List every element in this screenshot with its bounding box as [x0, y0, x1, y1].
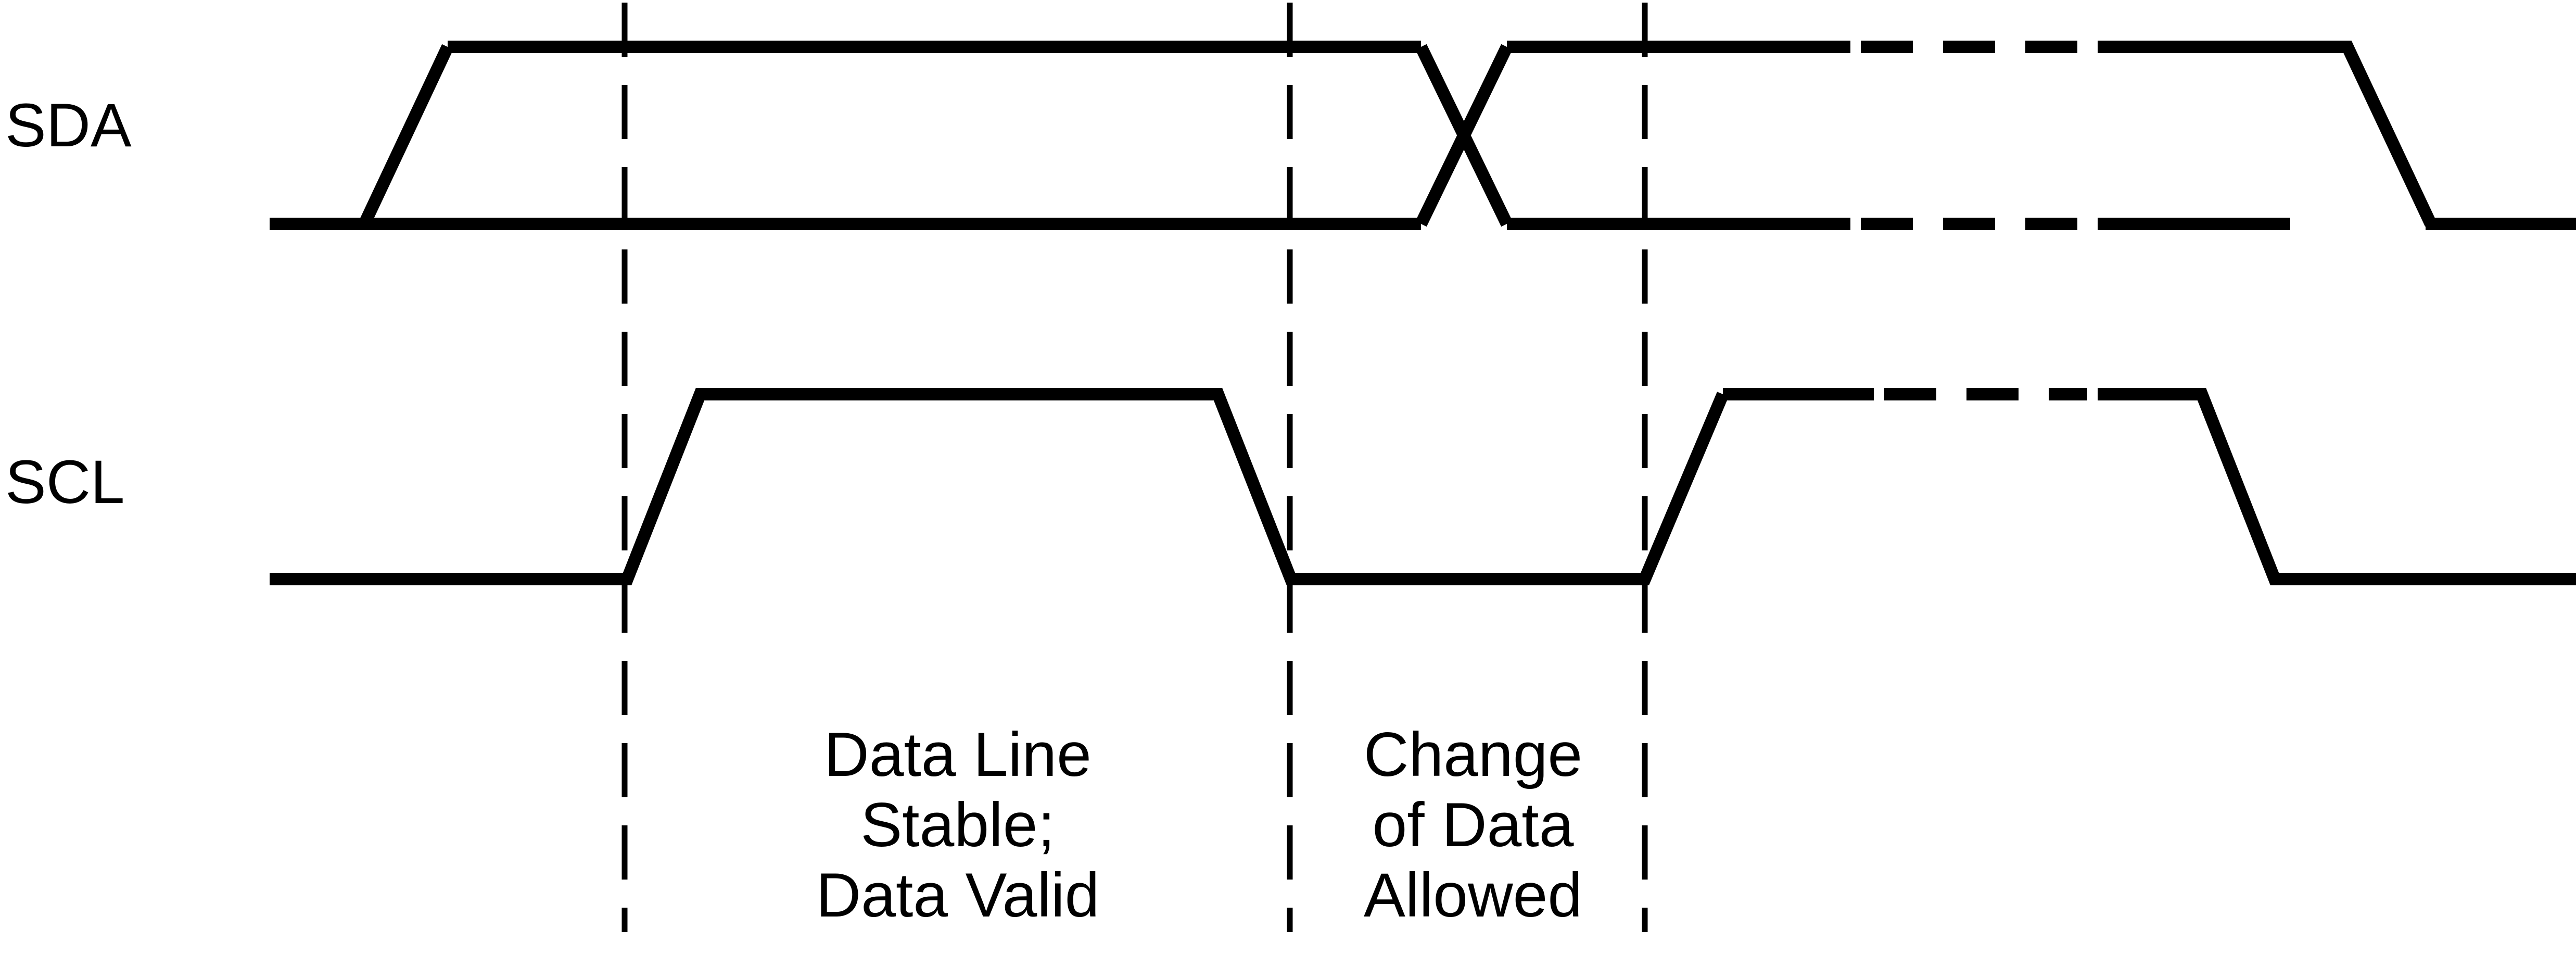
scl-waveform: [270, 388, 2576, 585]
scl-first-pulse: [270, 388, 1729, 585]
annotation-data-change: Change of Data Allowed: [1364, 720, 1582, 930]
sda-high-tail-and-falling-edge: [2098, 41, 2437, 227]
sda-rising-edge: [359, 44, 453, 227]
scl-second-pulse-falling-and-tail: [2098, 388, 2576, 585]
data-stable-line-1: Data Line: [824, 720, 1092, 789]
data-change-line-1: Change: [1364, 720, 1582, 789]
sda-crossover-rising: [1415, 44, 1513, 227]
data-stable-line-2: Stable;: [860, 790, 1055, 860]
sda-waveform: [270, 41, 2576, 230]
data-stable-line-3: Data Valid: [816, 860, 1100, 930]
timing-markers: [621, 3, 1648, 932]
signal-label-sda: SDA: [5, 91, 132, 160]
data-change-line-3: Allowed: [1364, 860, 1582, 930]
data-change-line-2: of Data: [1373, 790, 1574, 860]
annotation-data-stable: Data Line Stable; Data Valid: [816, 720, 1100, 930]
signal-label-scl: SCL: [5, 448, 125, 517]
